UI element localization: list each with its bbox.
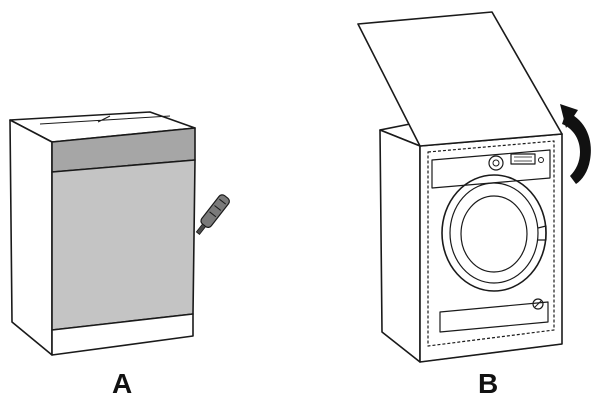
cabinet-a-top-seam	[39, 115, 171, 125]
cabinet-a-side	[9, 119, 53, 356]
cabinet-a-front-panel	[51, 159, 196, 331]
cabinet-a-bottom-edge	[11, 321, 53, 356]
panel-b-label: B	[478, 368, 498, 399]
cabinet-a-plinth	[51, 313, 194, 356]
raised-lid	[357, 11, 563, 147]
program-knob-icon	[488, 155, 504, 171]
service-panel	[439, 301, 549, 333]
curved-arrow-icon	[560, 104, 591, 184]
panel-a-label: A	[112, 368, 132, 399]
cabinet-b-side	[379, 129, 421, 363]
panel-outline-dashed	[427, 140, 555, 347]
control-display-icon	[510, 153, 536, 165]
panel-b-machine	[379, 123, 563, 363]
cabinet-b-plinth	[381, 331, 563, 363]
screwdriver-icon	[195, 194, 230, 235]
panel-a-cabinet	[9, 111, 196, 356]
control-area	[431, 149, 551, 189]
drain-knob-icon	[532, 298, 544, 310]
